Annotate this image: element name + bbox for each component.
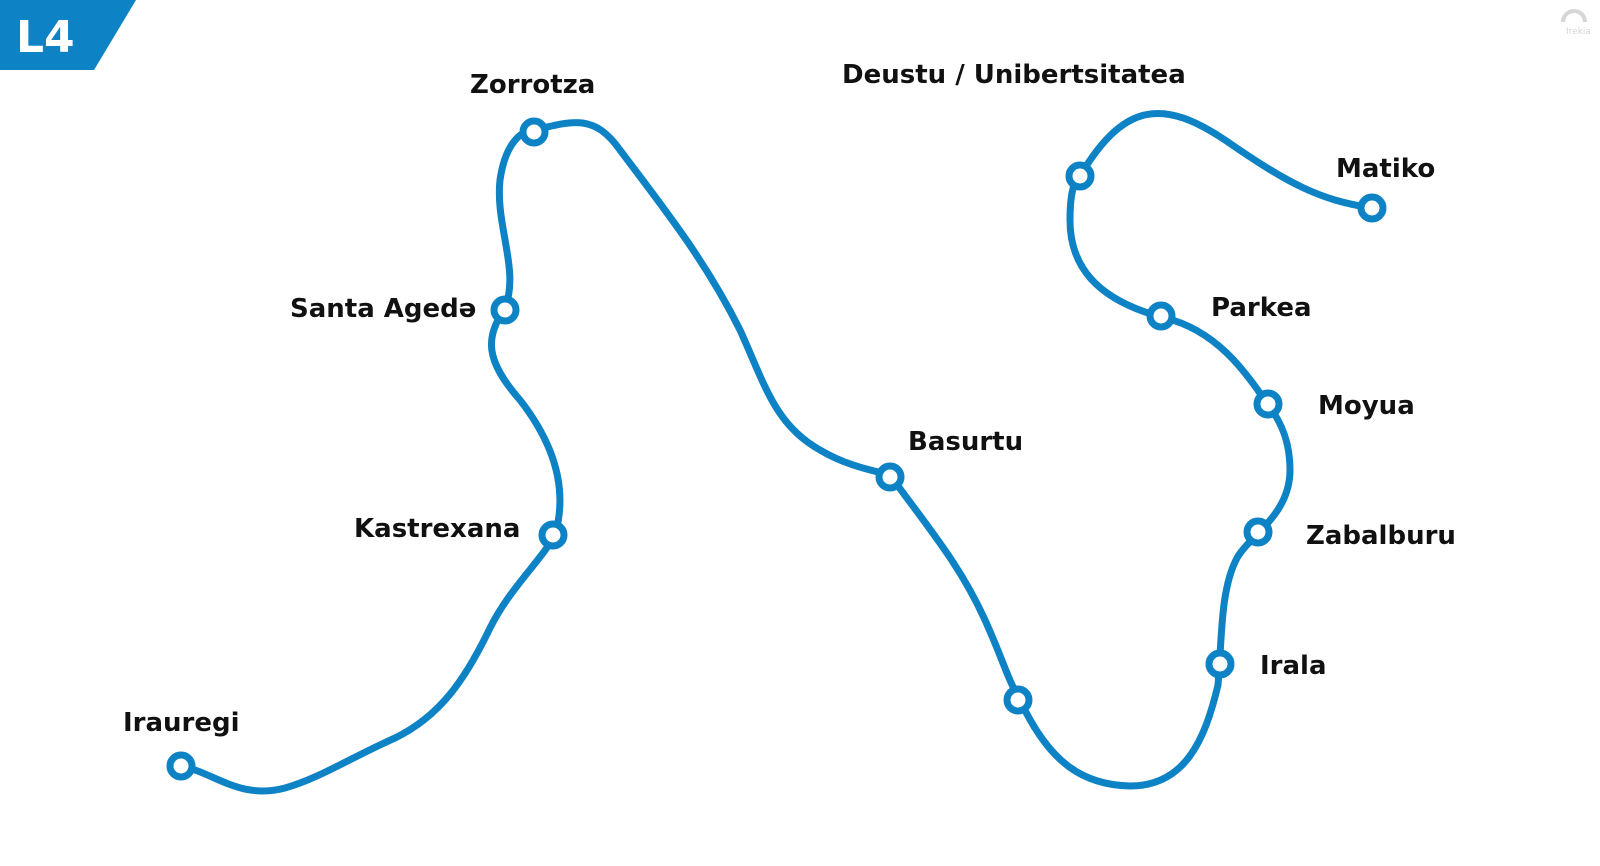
logo-text: Irekia — [1566, 27, 1591, 37]
station-marker-santa-ageda[interactable] — [490, 295, 520, 325]
line-badge-label: L4 — [16, 12, 75, 63]
station-marker-deustu-unibertsitatea[interactable] — [1065, 161, 1095, 191]
station-label-zabalburu: Zabalburu — [1306, 521, 1456, 551]
station-marker-irala[interactable] — [1205, 649, 1235, 679]
station-marker-parkea[interactable] — [1146, 301, 1176, 331]
station-marker-matiko[interactable] — [1357, 193, 1387, 223]
station-label-parkea: Parkea — [1211, 293, 1312, 323]
station-label-irauregi: Irauregi — [123, 708, 240, 738]
station-label-zorrotza: Zorrotza — [470, 70, 595, 100]
station-marker-irauregi[interactable] — [166, 751, 196, 781]
station-markers — [166, 117, 1387, 781]
station-label-irala: Irala — [1260, 651, 1327, 681]
station-marker-zorrotza[interactable] — [519, 117, 549, 147]
logo-arc-icon — [1561, 9, 1587, 23]
line-badge-background — [0, 0, 136, 70]
station-marker-unnamed[interactable] — [1003, 685, 1033, 715]
station-marker-zabalburu[interactable] — [1243, 517, 1273, 547]
route-line — [177, 110, 1376, 795]
station-label-deustu-unibertsitatea: Deustu / Unibertsitatea — [842, 60, 1186, 90]
station-labels: Irauregi Kastrexana Santa Agedə Zorrotza… — [123, 60, 1456, 738]
station-marker-basurtu[interactable] — [875, 462, 905, 492]
line-badge: L4 — [0, 0, 136, 70]
station-marker-moyua[interactable] — [1253, 389, 1283, 419]
station-label-matiko: Matiko — [1336, 154, 1435, 184]
station-label-basurtu: Basurtu — [908, 427, 1023, 457]
station-label-kastrexana: Kastrexana — [354, 514, 520, 544]
station-label-santa-ageda: Santa Agedə — [290, 294, 476, 324]
station-label-moyua: Moyua — [1318, 391, 1415, 421]
irekia-logo: Irekia — [1561, 9, 1591, 37]
station-marker-kastrexana[interactable] — [538, 520, 568, 550]
